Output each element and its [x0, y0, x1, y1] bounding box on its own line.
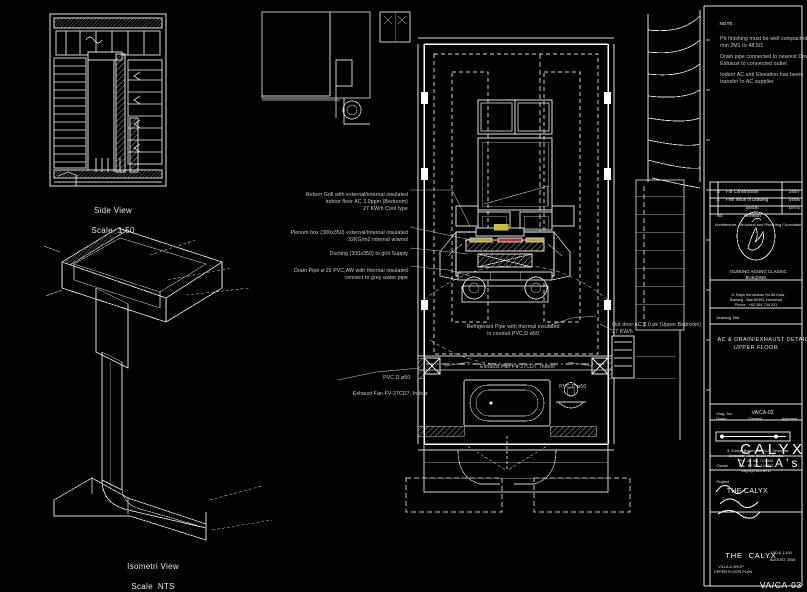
rev-row-1-date: 24/07 [788, 189, 800, 195]
isometric-view-title: Isometri View [127, 562, 179, 571]
notes-header: NOTE : [719, 21, 736, 27]
project-label: Project [716, 479, 729, 485]
rev-row-2-no: A [716, 197, 720, 203]
rev-header-date: DATE [788, 205, 801, 211]
drawn-label: Drawn [716, 417, 727, 422]
bathtub [463, 379, 551, 427]
isometric-view-detail [43, 227, 273, 541]
note-line-1: Pit finishing must be well compacted [720, 36, 807, 43]
annotation-return-grill-l1: Return Grill with external/internal insu… [306, 192, 408, 199]
owner-divider [715, 431, 791, 442]
annotation-plenum-box-l2: 32KG/m2 internal w/wool [348, 237, 408, 244]
project-date-value: AUGUST 2006 [770, 558, 796, 563]
note-line-6: transfer to AC supplier [720, 79, 774, 86]
checked-label: Checked [748, 417, 763, 422]
main-floor-plan [405, 37, 631, 513]
annotation-ducting: Ducting (300x350) to grill Supply [329, 251, 408, 258]
rev-header-no: No. [716, 213, 724, 219]
canopy-curves [647, 10, 701, 189]
project-scale-value: 1:50 & 1:100 [770, 551, 792, 555]
rev-header-revision: Revision [744, 213, 761, 219]
owner-label: Owner [716, 463, 729, 469]
project-script-logo [715, 484, 761, 519]
rev-header-desc: ISSUE [745, 205, 760, 211]
rev-row-1-no: B [716, 189, 720, 195]
project-script-name: THE CALYX [726, 488, 768, 496]
annotation-plenum-box-l1: Plenum box (300x350) external/internal i… [290, 230, 408, 237]
consultant-address: Jl. Raya Kerobokan No.88 Kuta, Badung - … [730, 293, 786, 307]
rev-row-2-desc: First Issue of Drawing [725, 197, 769, 203]
note-line-2: min 2M1 to 48.5/1 [720, 43, 764, 50]
title-block-frame [709, 181, 802, 586]
consultant-name: GUNUNG AGUNG CLASSIC BUILDING [730, 269, 787, 280]
annotation-drain-pipe-l1: Drain Pipe ø 25 PVC,AW with thermal insu… [294, 268, 408, 275]
outdoor-unit-zone [539, 54, 685, 440]
annotation-return-grill-l3: 27 KW/h Cool type [363, 206, 408, 213]
note-line-4: Exhaust to connected outlet [720, 61, 787, 68]
sheet-dwg-no: VA/CA-03 [759, 580, 802, 590]
side-view-detail [49, 13, 167, 187]
annotation-pvc-right: PVC,D ø50 [559, 384, 587, 391]
dwg-no-label: Dwg. No. [716, 411, 733, 417]
annotation-refrigerant-l1: Refrigerant Pipe with thermal insulated [466, 324, 560, 331]
side-view-scale: Scale 1:50 [91, 226, 135, 235]
dwg-no-value: VA/CA-03 [751, 410, 774, 417]
project-name: THE CALYX [725, 551, 777, 561]
annotation-pvc-left: PVC,D ø50 [383, 375, 411, 382]
owner-address: Jl. Sunset Boulevard No.21 Seminyak, Den… [726, 449, 790, 473]
side-view-title: Side View [93, 206, 133, 215]
brand-villas: VILLA's [737, 456, 801, 470]
isometric-view-scale: Scale NTS [131, 582, 175, 591]
approved-label: Approved [781, 417, 798, 422]
rev-row-2-date: 04/06 [788, 197, 800, 203]
annotation-refrigerant-l2: in conduit PVC,D ø50 [487, 331, 540, 338]
drawing-title-value: AC & DRAIN/EXHAUST DETAIL UPPER FLOOR [717, 337, 807, 351]
annotation-drain-pipe-l2: connect to grey water pipe [344, 275, 408, 282]
project-sub: VILLA & SHOP UPPER FLOOR PLAN [714, 565, 753, 574]
note-line-5: Indoor AC unit Elevation has been [720, 72, 802, 79]
annotation-outdoor-ac-l2: 27 KW/h [612, 329, 633, 336]
annotation-outdoor-ac-l1: Out door AC 3.0 pk (Upper Bedroom) [612, 322, 702, 329]
drawing-title-label: Drawing Title [716, 315, 740, 321]
top-left-plan-fragment [261, 11, 411, 125]
rev-row-1-desc: For Construction [725, 189, 759, 195]
annotation-return-grill-l2: indoor floor AC 3.0ppm (Bedroom) [325, 199, 408, 206]
ac-indoor-unit [439, 223, 571, 303]
note-line-3: Drain pipe connected to nearest Drain [720, 54, 807, 61]
annotation-exhaust-fan-bottom: Exhaust Fan FV-27CD7, Indoor [352, 391, 428, 398]
annotation-exhaust-fan-top: Exhaust Fan FV-27CD7, Indoor [480, 364, 556, 371]
consultant-label: Architecture, Structural and Plumbing Co… [714, 222, 802, 228]
brand-calyx: CALYX [740, 441, 806, 458]
consultant-logo [736, 211, 776, 261]
toilet-fixture [556, 382, 586, 409]
